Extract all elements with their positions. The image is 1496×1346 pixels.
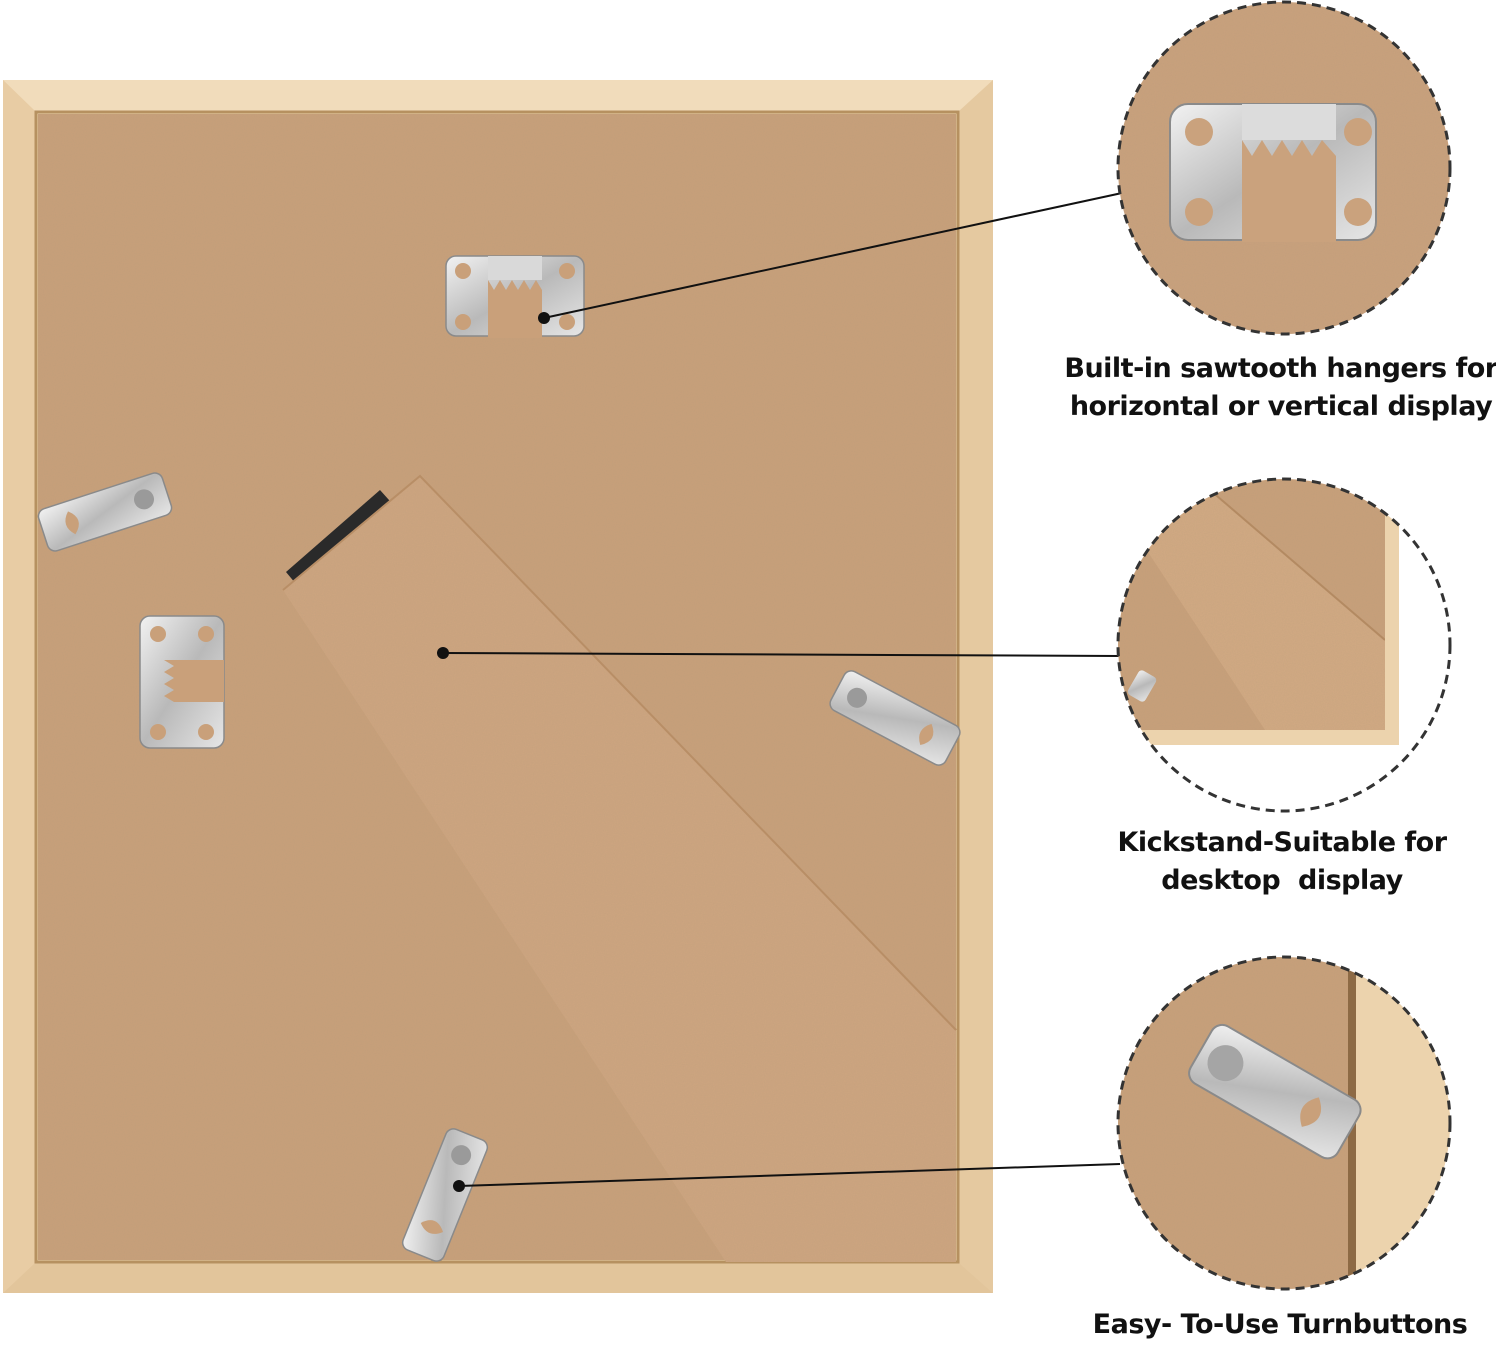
zoom-circle-kickstand: [1116, 477, 1452, 813]
turnbutton-left: [37, 472, 173, 552]
caption-hangers-line1: Built-in sawtooth hangers for: [1064, 353, 1496, 384]
sawtooth-hanger-left: [139, 615, 225, 749]
turnbutton-bottom: [401, 1128, 489, 1262]
caption-turnbuttons-line1: Easy- To-Use Turnbuttons: [1092, 1309, 1468, 1340]
callout-dots: [437, 312, 550, 1192]
caption-turnbuttons: Easy- To-Use Turnbuttons: [1070, 1306, 1490, 1344]
caption-kickstand-line1: Kickstand-Suitable for: [1117, 827, 1447, 858]
kickstand: [282, 474, 957, 1262]
caption-sawtooth-hangers: Built-in sawtooth hangers for horizontal…: [1058, 350, 1496, 426]
zoom-circle-hanger: [1116, 0, 1452, 336]
caption-hangers-line2: horizontal or vertical display: [1069, 391, 1493, 422]
caption-kickstand-line2: desktop display: [1161, 865, 1403, 896]
zoom-circle-turnbutton: [1116, 955, 1452, 1291]
callout-leader-lines: [442, 192, 1123, 1187]
turnbutton-right: [829, 670, 961, 766]
sawtooth-hanger-top: [445, 255, 585, 338]
caption-kickstand: Kickstand-Suitable for desktop display: [1092, 824, 1472, 900]
